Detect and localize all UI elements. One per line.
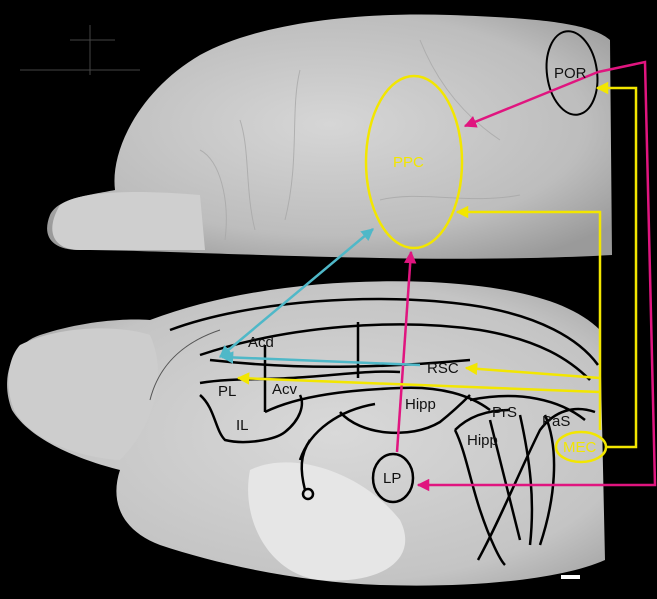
label-hipp-lower: Hipp	[467, 432, 498, 449]
label-prs: PrS	[492, 404, 517, 421]
label-acd: Acd	[248, 334, 274, 351]
label-mec: MEC	[563, 439, 597, 456]
label-por: POR	[554, 65, 587, 82]
label-ppc: PPC	[393, 154, 424, 171]
label-il: IL	[236, 417, 249, 434]
label-rsc: RSC	[427, 360, 459, 377]
label-lp: LP	[383, 470, 401, 487]
scale-bar	[561, 575, 580, 579]
label-pas: PaS	[542, 413, 570, 430]
label-pl: PL	[218, 383, 236, 400]
olfactory-bulb-top	[52, 192, 205, 250]
label-hipp-upper: Hipp	[405, 396, 436, 413]
label-acv: Acv	[272, 381, 298, 398]
